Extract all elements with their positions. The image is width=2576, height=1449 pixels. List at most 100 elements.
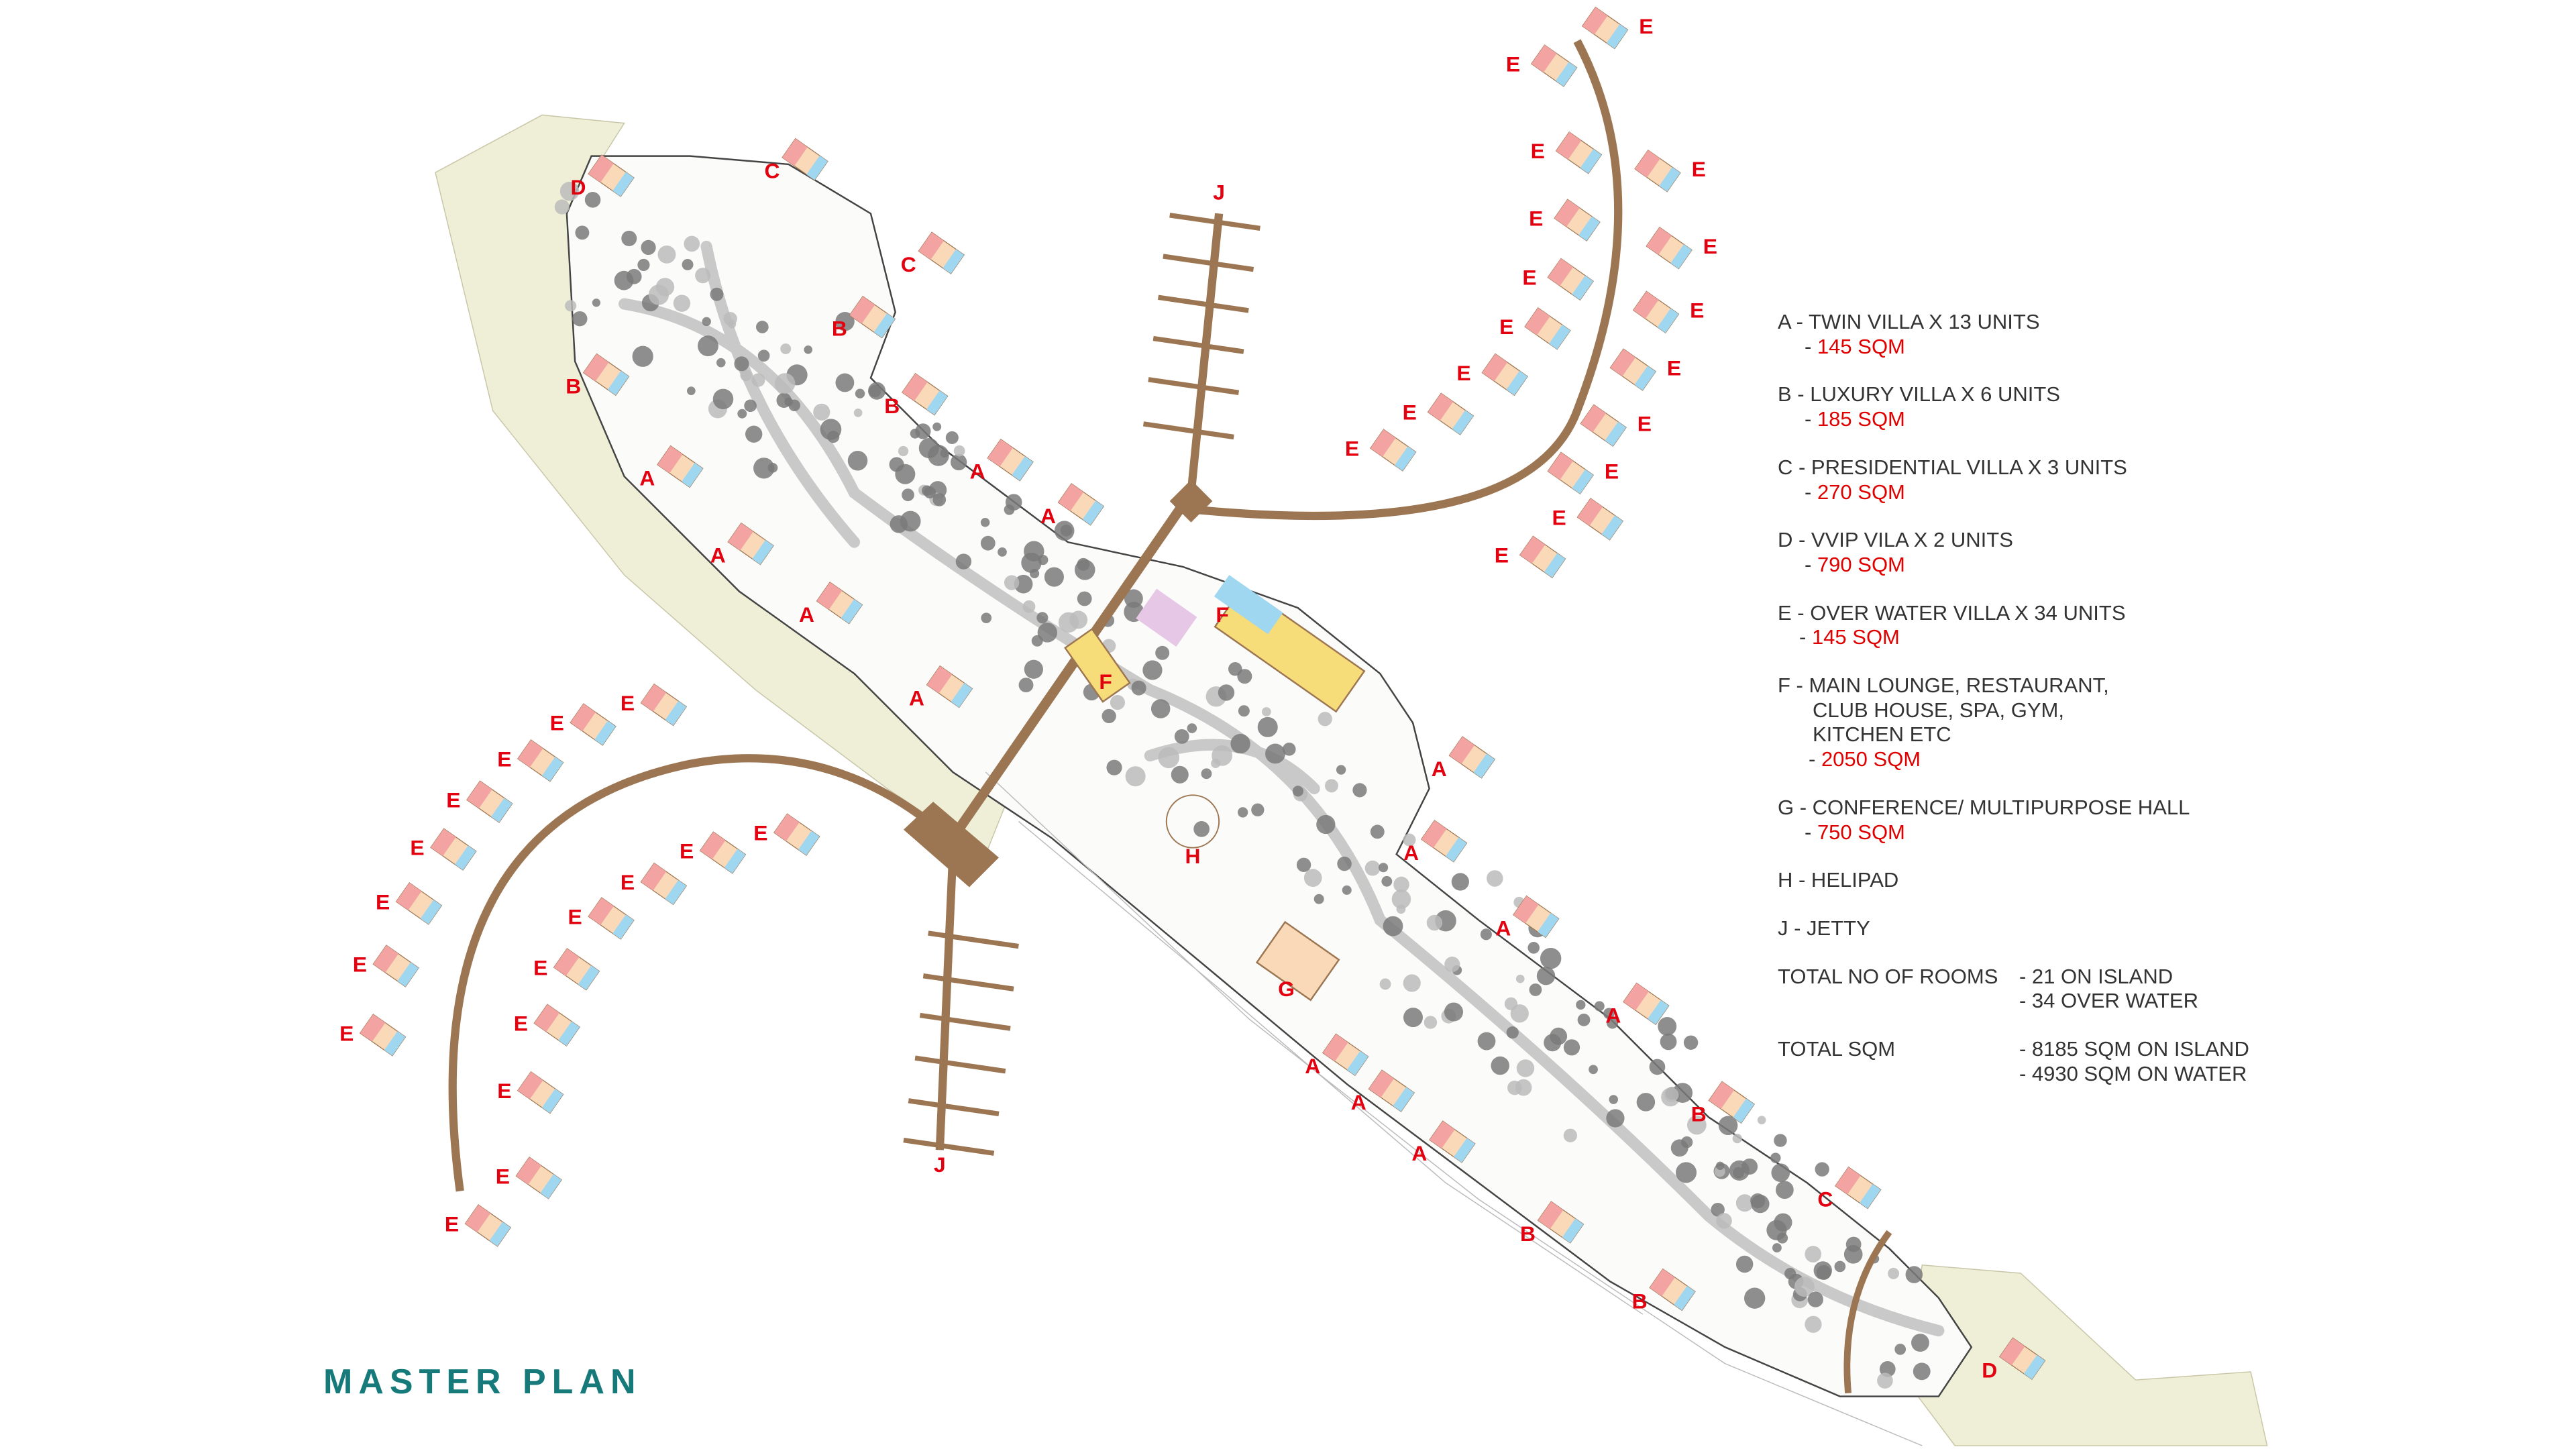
tree-icon <box>1606 1017 1619 1029</box>
tree-icon <box>1529 983 1542 996</box>
tree-icon <box>1403 974 1421 992</box>
jetty-rung <box>1163 254 1254 272</box>
jetty-rung <box>928 930 1019 949</box>
villa-e <box>1609 348 1657 391</box>
page-title: MASTER PLAN <box>323 1362 642 1401</box>
tree-icon <box>1193 820 1210 837</box>
villa-e <box>773 813 820 856</box>
tree-icon <box>1794 1277 1815 1297</box>
tree-icon <box>1106 759 1122 775</box>
map-label-e: E <box>753 820 767 845</box>
tree-icon <box>1807 1291 1823 1307</box>
tree-icon <box>1364 860 1381 876</box>
tree-icon <box>1262 707 1271 716</box>
tree-icon <box>1905 1266 1923 1283</box>
tree-icon <box>1024 659 1043 679</box>
building-f-lounge <box>1064 627 1131 703</box>
tree-icon <box>1805 1246 1822 1263</box>
tree-icon <box>1237 669 1252 684</box>
villa-e <box>1646 227 1693 270</box>
tree-icon <box>554 199 570 215</box>
villa-a <box>1368 1069 1415 1112</box>
tree-icon <box>1636 1093 1656 1112</box>
villa-e <box>533 1004 580 1046</box>
tree-icon <box>1664 1087 1679 1102</box>
tree-icon <box>1381 875 1393 887</box>
villa-e <box>1481 353 1529 396</box>
map-label-e: E <box>353 952 367 976</box>
map-label-e: E <box>514 1012 528 1036</box>
tree-icon <box>1426 914 1443 931</box>
villa-c <box>1835 1166 1882 1210</box>
villa-e <box>517 739 564 782</box>
map-label-j: J <box>1213 180 1225 204</box>
map-label-a: A <box>970 460 985 484</box>
tree-icon <box>684 235 700 252</box>
villa-e <box>1547 451 1594 495</box>
legend-item-a: A - TWIN VILLA X 13 UNITS - 145 SQM <box>1778 310 2449 359</box>
villa-e <box>1581 6 1629 50</box>
tree-icon <box>1577 1013 1591 1026</box>
villa-e <box>1554 199 1601 241</box>
tree-icon <box>1187 723 1197 733</box>
map-label-f: F <box>1099 669 1112 694</box>
legend-g-area-row: - 750 SQM <box>1805 820 1905 844</box>
villa-e <box>1580 404 1627 447</box>
tree-icon <box>1491 1056 1509 1075</box>
jetty-north <box>1187 213 1224 494</box>
tree-icon <box>1403 1008 1423 1028</box>
villa-a <box>657 445 704 488</box>
tree-icon <box>1718 1116 1738 1136</box>
tree-icon <box>1815 1162 1829 1177</box>
total-rooms-label: TOTAL NO OF ROOMS <box>1778 964 1998 988</box>
map-label-e: E <box>1552 505 1566 529</box>
villa-e <box>1524 307 1571 350</box>
map-label-c: C <box>765 159 780 183</box>
tree-icon <box>737 409 747 419</box>
tree-icon <box>686 386 696 395</box>
tree-icon <box>953 445 965 457</box>
tree-icon <box>1044 567 1064 587</box>
reef-hatch <box>985 771 1923 1446</box>
tree-icon <box>1515 974 1525 983</box>
tree-icon <box>868 382 886 400</box>
map-label-a: A <box>1411 1141 1427 1165</box>
legend-d-area-row: - 790 SQM <box>1805 552 1905 576</box>
tree-icon <box>1735 1194 1754 1212</box>
tree-icon <box>1022 600 1036 613</box>
tree-icon <box>1296 857 1311 872</box>
buildings <box>1064 575 1366 1002</box>
overwater-walkway-sw <box>448 754 931 1192</box>
map-label-d: D <box>1982 1358 1997 1382</box>
map-label-e: E <box>1529 207 1543 231</box>
map-label-b: B <box>1691 1102 1707 1126</box>
jetty-south <box>935 854 957 1150</box>
tree-icon <box>1018 678 1034 693</box>
tree-icon <box>1670 1139 1688 1157</box>
tree-icon <box>1212 745 1232 766</box>
map-label-e: E <box>621 691 635 715</box>
tree-icon <box>1444 1002 1464 1022</box>
tree-icon <box>1292 786 1303 797</box>
tree-icon <box>1014 574 1033 594</box>
tree-icon <box>924 486 936 499</box>
villa-c <box>782 138 828 181</box>
tree-icon <box>1805 1316 1822 1333</box>
map-label-b: B <box>1520 1222 1536 1246</box>
legend-item-b: B - LUXURY VILLA X 6 UNITS - 185 SQM <box>1778 382 2449 431</box>
villa-e <box>1427 392 1474 435</box>
map-label-e: E <box>1639 14 1653 38</box>
tree-icon <box>1313 894 1324 904</box>
total-sqm-island: - 8185 SQM ON ISLAND <box>2019 1037 2249 1061</box>
legend-total-rooms: TOTAL NO OF ROOMS - 21 ON ISLAND - 34 OV… <box>1778 965 2449 1014</box>
tree-icon <box>1776 1181 1794 1199</box>
tree-icon <box>1507 1080 1522 1095</box>
tree-icon <box>1336 765 1346 775</box>
legend-a-name: A - TWIN VILLA X 13 UNITS <box>1778 310 2040 333</box>
villa-e <box>1576 498 1624 541</box>
tree-icon <box>1576 1000 1586 1010</box>
villa-a <box>1513 895 1560 938</box>
tree-icon <box>998 547 1007 557</box>
jetty-rung <box>922 973 1014 991</box>
